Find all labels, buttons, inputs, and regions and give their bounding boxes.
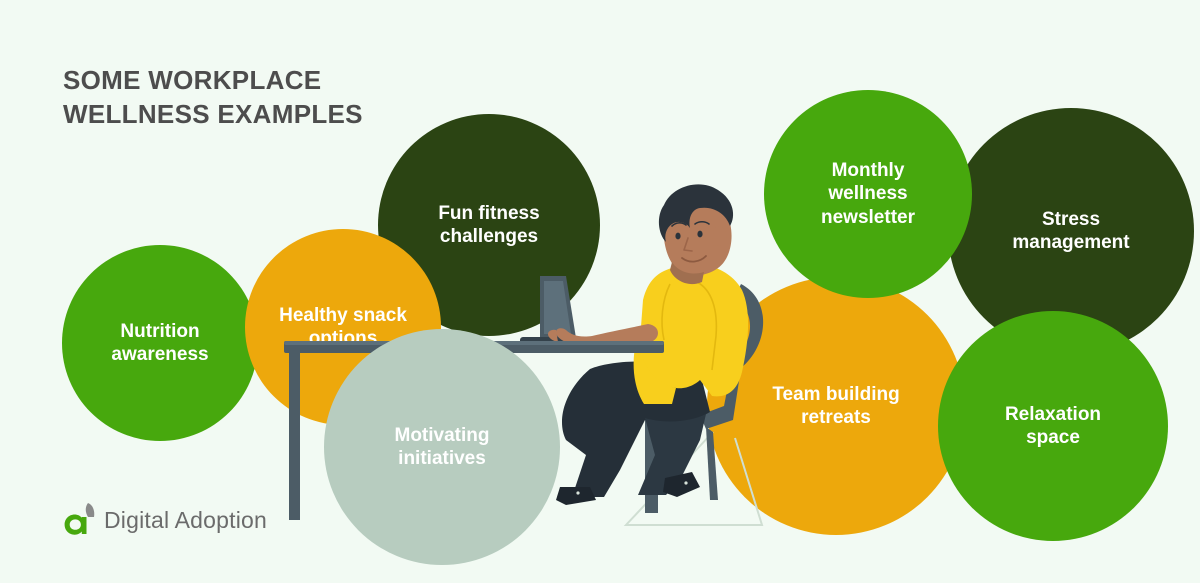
- digital-adoption-logo-mark: [64, 503, 95, 535]
- bubble-label: Monthly wellness newsletter: [821, 160, 915, 228]
- bubble-relaxation-space[interactable]: Relaxation space: [938, 311, 1168, 541]
- bubble-label: Team building retreats: [772, 383, 900, 428]
- bubble-label: Relaxation space: [1004, 403, 1102, 448]
- bubble-label: Motivating initiatives: [394, 424, 490, 469]
- bubble-nutrition-awareness[interactable]: Nutrition awareness: [62, 245, 258, 441]
- bubble-motivating-initiatives[interactable]: Motivating initiatives: [324, 329, 560, 565]
- bubble-team-building-retreats[interactable]: Team building retreats: [707, 277, 965, 535]
- page-title: Some Workplace Wellness Examples: [63, 65, 363, 130]
- logo-leaf-icon: [85, 503, 95, 517]
- person-shoes: [556, 472, 700, 505]
- brand-logo: Digital Adoption: [63, 500, 267, 540]
- bubble-label: Stress management: [1012, 208, 1130, 253]
- person-legs: [561, 361, 710, 497]
- logo-letter-a: [64, 514, 87, 535]
- bubble-monthly-wellness-newsletter[interactable]: Monthly wellness newsletter: [764, 90, 972, 298]
- bubble-label: Fun fitness challenges: [438, 202, 540, 247]
- person-arm: [548, 324, 658, 346]
- person-head: [658, 184, 734, 285]
- logo-text: Digital Adoption: [104, 506, 268, 533]
- bubble-label: Nutrition awareness: [111, 320, 209, 365]
- desk-leg-right: [645, 345, 658, 513]
